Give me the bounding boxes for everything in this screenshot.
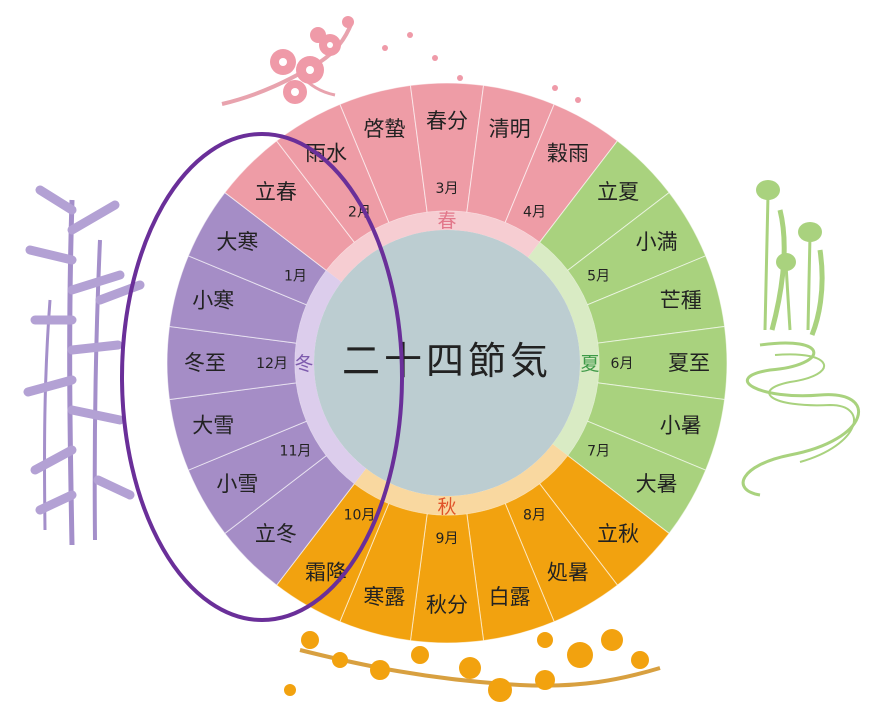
term-label: 清明 [489, 117, 531, 141]
term-label: 小寒 [192, 288, 234, 312]
month-label: 11月 [280, 444, 312, 460]
term-label: 春分 [426, 109, 468, 133]
month-label: 3月 [436, 181, 459, 197]
term-label: 冬至 [184, 351, 226, 375]
season-label: 夏 [580, 353, 599, 375]
bamboo-decoration [23, 185, 145, 546]
term-label: 秋分 [426, 593, 468, 617]
term-label: 啓蟄 [363, 117, 405, 141]
maple-decoration [284, 629, 661, 702]
term-label: 立冬 [255, 522, 297, 546]
term-label: 小満 [636, 230, 678, 254]
term-label: 白露 [489, 585, 531, 609]
month-label: 4月 [523, 204, 546, 220]
month-label: 7月 [587, 444, 610, 460]
term-label: 夏至 [668, 351, 710, 375]
term-label: 穀雨 [547, 141, 589, 165]
term-label: 寒露 [363, 585, 405, 609]
plum-blossom-decoration [221, 16, 581, 106]
season-band-spring [326, 211, 540, 283]
term-label: 小暑 [660, 414, 702, 438]
season-label: 春 [437, 210, 456, 232]
season-label: 秋 [437, 496, 456, 518]
season-label: 冬 [294, 353, 313, 375]
term-labels: 啓蟄春分清明穀雨立夏小満芒種夏至小暑大暑立秋処暑白露秋分寒露霜降立冬小雪大雪冬至… [184, 109, 710, 617]
season-labels: 春夏秋 冬 [294, 210, 599, 518]
term-label: 立夏 [597, 180, 639, 204]
month-label: 5月 [587, 269, 610, 285]
term-label: 大雪 [192, 414, 234, 438]
sekki-wheel [166, 82, 728, 644]
month-label: 1月 [284, 269, 307, 285]
term-label: 処暑 [547, 561, 589, 585]
month-label: 8月 [523, 508, 546, 524]
term-label: 小雪 [216, 472, 258, 496]
season-band-summer [527, 242, 600, 456]
diagram-title: 二十四節気 [342, 339, 552, 383]
term-label: 立秋 [597, 522, 639, 546]
season-band-winter [294, 270, 367, 484]
term-label: 立春 [255, 180, 297, 204]
term-label: 芒種 [660, 288, 702, 312]
iris-decoration [741, 180, 861, 497]
month-label: 6月 [611, 356, 634, 372]
center-disc [314, 230, 580, 496]
term-label: 大寒 [216, 230, 258, 254]
month-label: 12月 [256, 356, 288, 372]
term-label: 大暑 [636, 472, 678, 496]
highlight-ellipse [120, 132, 404, 622]
month-label: 10月 [344, 508, 376, 524]
season-band-autumn [354, 443, 568, 515]
month-label: 9月 [436, 531, 459, 547]
